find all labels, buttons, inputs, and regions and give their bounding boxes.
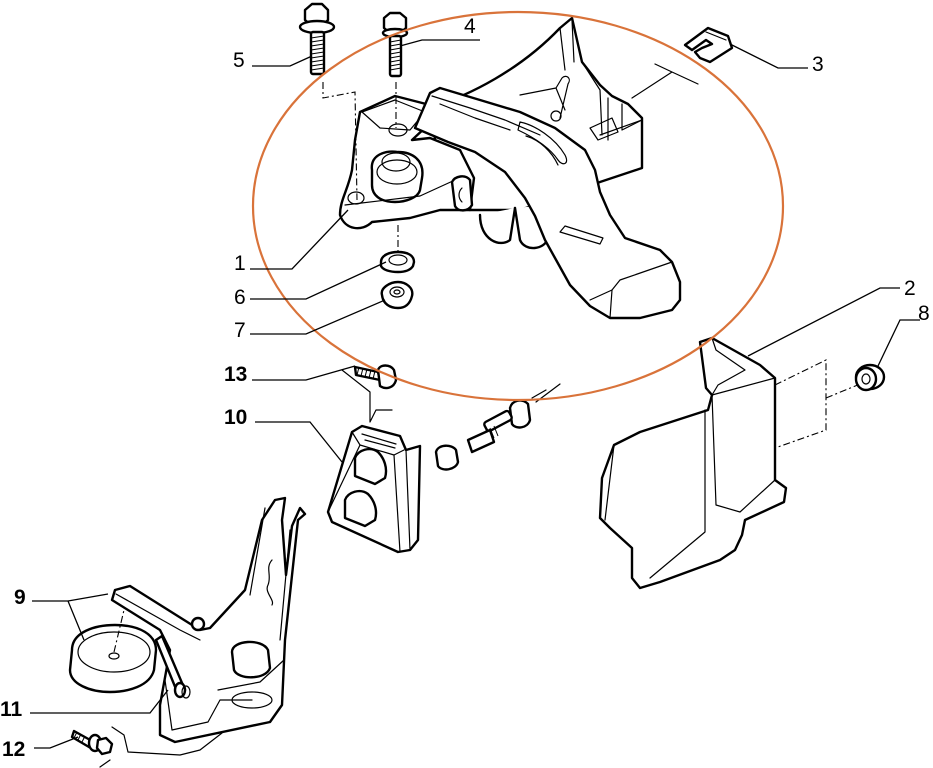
callout-7: 7 [234, 319, 246, 342]
leader-lines [30, 39, 920, 749]
callout-1: 1 [234, 252, 246, 275]
callout-11: 11 [0, 698, 23, 721]
bolt-part-5[interactable] [298, 2, 358, 201]
nut-part-8[interactable] [854, 363, 886, 392]
bracket-assembly-part-9[interactable] [68, 496, 307, 744]
callout-6: 6 [234, 286, 246, 309]
block-part-10[interactable] [326, 424, 422, 554]
callout-labels: 5 4 3 1 6 7 2 8 13 10 9 11 12 [0, 15, 930, 761]
callout-13: 13 [224, 363, 247, 386]
callout-3: 3 [812, 53, 824, 76]
callout-12: 12 [2, 738, 25, 761]
nut-part-7[interactable] [380, 280, 414, 310]
callout-4: 4 [464, 15, 476, 38]
mounting-outline [99, 726, 223, 768]
clip-part-3[interactable] [683, 26, 734, 64]
cable-end[interactable] [434, 383, 561, 471]
pedal-assembly-part-1[interactable] [338, 16, 682, 320]
callout-2: 2 [904, 277, 916, 300]
screw-part-13[interactable] [341, 364, 398, 423]
callout-5: 5 [233, 49, 245, 72]
clip-direction-marker [631, 63, 699, 99]
highlight-ellipse [251, 10, 785, 402]
washer-part-6[interactable] [379, 225, 416, 274]
bolt-part-12[interactable] [70, 729, 114, 756]
callout-10: 10 [224, 406, 247, 429]
cover-part-2[interactable] [598, 336, 861, 590]
callout-8: 8 [918, 302, 930, 325]
callout-9: 9 [14, 586, 26, 609]
